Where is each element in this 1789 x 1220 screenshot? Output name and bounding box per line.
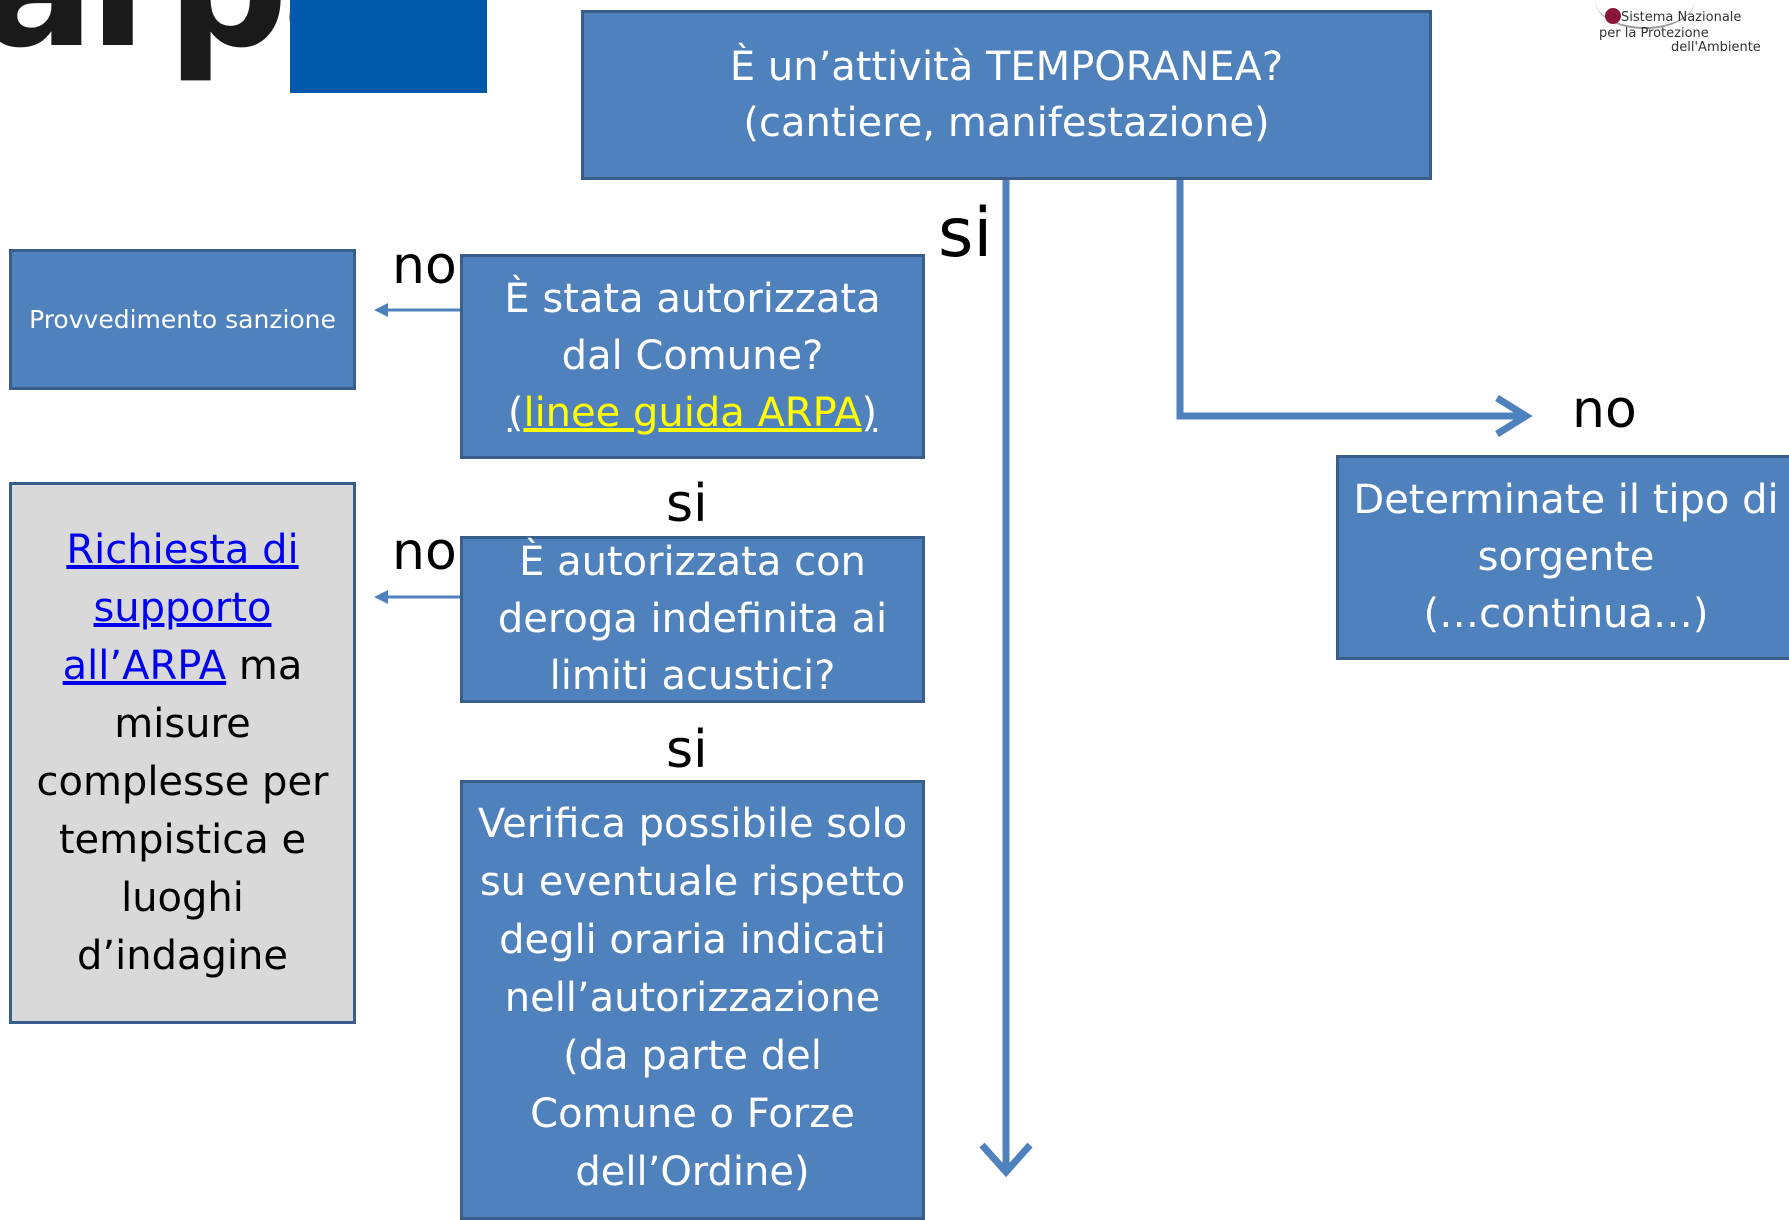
snpa-logo: Sistema Nazionale per la Protezione dell… xyxy=(1575,2,1789,57)
temporanea-line-2: (cantiere, manifestazione) xyxy=(743,100,1270,146)
no-right-arrowhead xyxy=(1495,395,1533,437)
label-no-autorizzata: no xyxy=(392,236,457,296)
richiesta-line-1: Richiesta di xyxy=(66,521,298,579)
no-right-connector xyxy=(1176,180,1520,420)
verifica-line-3: degli oraria indicati xyxy=(499,917,886,963)
outcome-sorgente: Determinate il tipo di sorgente (…contin… xyxy=(1336,455,1789,660)
snpa-logo-arc xyxy=(1595,0,1695,29)
no-1-arrowhead xyxy=(374,303,388,317)
decision-autorizzata: È stata autorizzata dal Comune? (linee g… xyxy=(460,254,925,459)
richiesta-supporto-link-2[interactable]: supporto xyxy=(93,585,272,631)
deroga-line-2: deroga indefinita ai xyxy=(497,596,888,642)
temporanea-line-1: È un’attività TEMPORANEA? xyxy=(729,44,1284,90)
snpa-logo-line-1: Sistema Nazionale xyxy=(1621,10,1742,25)
verifica-line-5: (da parte del xyxy=(563,1033,822,1079)
snpa-logo-dot xyxy=(1605,8,1621,24)
verifica-line-1: Verifica possibile solo xyxy=(477,801,908,847)
autorizzata-line-3: (linee guida ARPA) xyxy=(508,385,877,442)
decision-temporanea: È un’attività TEMPORANEA? (cantiere, man… xyxy=(581,10,1432,180)
arpa-logo-block xyxy=(290,0,487,93)
richiesta-supporto-link-1[interactable]: Richiesta di xyxy=(66,527,299,573)
decision-deroga: È autorizzata con deroga indefinita ai l… xyxy=(460,536,925,703)
deroga-line-1: È autorizzata con xyxy=(519,539,866,585)
paren-close: ) xyxy=(861,390,878,436)
autorizzata-line-2: dal Comune? xyxy=(561,333,824,379)
richiesta-line-6: tempistica e xyxy=(58,817,307,863)
snpa-logo-line-3: dell'Ambiente xyxy=(1671,40,1761,55)
richiesta-line-2: supporto xyxy=(93,579,271,637)
sorgente-line-3: (…continua…) xyxy=(1423,591,1709,637)
sorgente-line-2: sorgente xyxy=(1477,534,1655,580)
verifica-line-4: nell’autorizzazione xyxy=(504,975,881,1021)
richiesta-line-8: d’indagine xyxy=(77,933,288,979)
richiesta-line-3: all’ARPA ma xyxy=(63,637,303,695)
richiesta-supporto-link-3[interactable]: all’ARPA xyxy=(62,643,227,689)
label-no-deroga: no xyxy=(392,522,457,582)
verifica-line-6: Comune o Forze xyxy=(530,1091,855,1137)
snpa-logo-line-2: per la Protezione xyxy=(1599,26,1709,41)
outcome-richiesta-supporto: Richiesta di supporto all’ARPA ma misure… xyxy=(9,482,356,1024)
no-2-arrowhead xyxy=(374,590,388,604)
outcome-sanzione: Provvedimento sanzione xyxy=(9,249,356,390)
label-no-temporanea: no xyxy=(1572,380,1637,440)
verifica-line-2: su eventuale rispetto xyxy=(479,859,906,905)
richiesta-line-7: luoghi xyxy=(121,875,244,921)
deroga-line-3: limiti acustici? xyxy=(549,653,836,699)
paren-open: ( xyxy=(507,390,524,436)
sorgente-line-1: Determinate il tipo di xyxy=(1353,477,1779,523)
sanzione-text: Provvedimento sanzione xyxy=(29,305,336,334)
richiesta-line-4: misure xyxy=(114,701,251,747)
label-si-main: si xyxy=(938,194,993,273)
richiesta-line-5: complesse per xyxy=(36,759,329,805)
label-si-autorizzata: si xyxy=(666,474,708,534)
linee-guida-arpa-link[interactable]: linee guida ARPA xyxy=(523,390,862,436)
outcome-verifica: Verifica possibile solo su eventuale ris… xyxy=(460,780,925,1220)
autorizzata-line-1: È stata autorizzata xyxy=(504,276,881,322)
label-si-deroga: si xyxy=(666,720,708,780)
richiesta-tail: ma xyxy=(226,643,303,689)
main-si-arrowhead xyxy=(979,1142,1033,1178)
verifica-line-7: dell’Ordine) xyxy=(575,1149,810,1195)
